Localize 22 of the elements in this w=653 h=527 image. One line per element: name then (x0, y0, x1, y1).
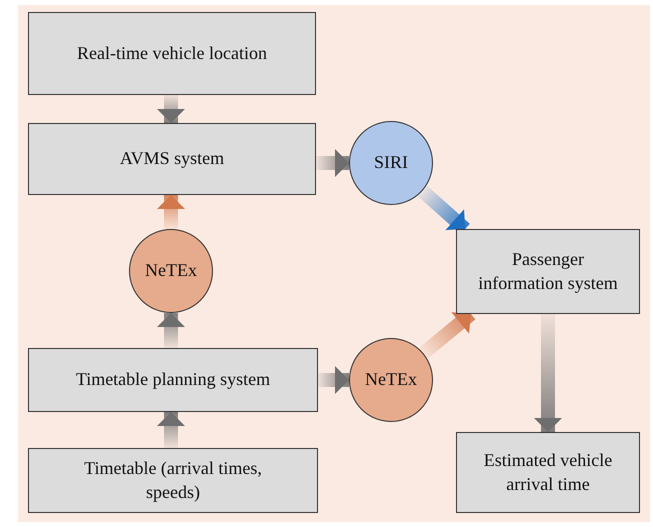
node-label: Timetable planning system (74, 368, 272, 392)
node-label: NeTEx (144, 259, 198, 282)
node-label: SIRI (372, 151, 409, 174)
node-label: Timetable (arrival times, speeds) (83, 457, 263, 504)
node-label: Real-time vehicle location (76, 42, 268, 65)
node-label: Passenger information system (477, 248, 619, 295)
process-box (456, 229, 640, 314)
node-label: NeTEx (364, 368, 418, 392)
arrow (318, 366, 349, 394)
process-box (28, 348, 318, 412)
process-box (28, 12, 316, 95)
arrow (157, 95, 185, 123)
arrow (157, 313, 185, 348)
process-box (28, 123, 316, 195)
arrow (157, 412, 185, 448)
arrow (157, 195, 185, 229)
process-box (28, 448, 318, 513)
node-label: AVMS system (118, 147, 226, 170)
node-label: Estimated vehicle arrival time (482, 449, 614, 496)
arrow (316, 149, 349, 177)
process-box (456, 432, 640, 513)
arrow (534, 314, 562, 432)
